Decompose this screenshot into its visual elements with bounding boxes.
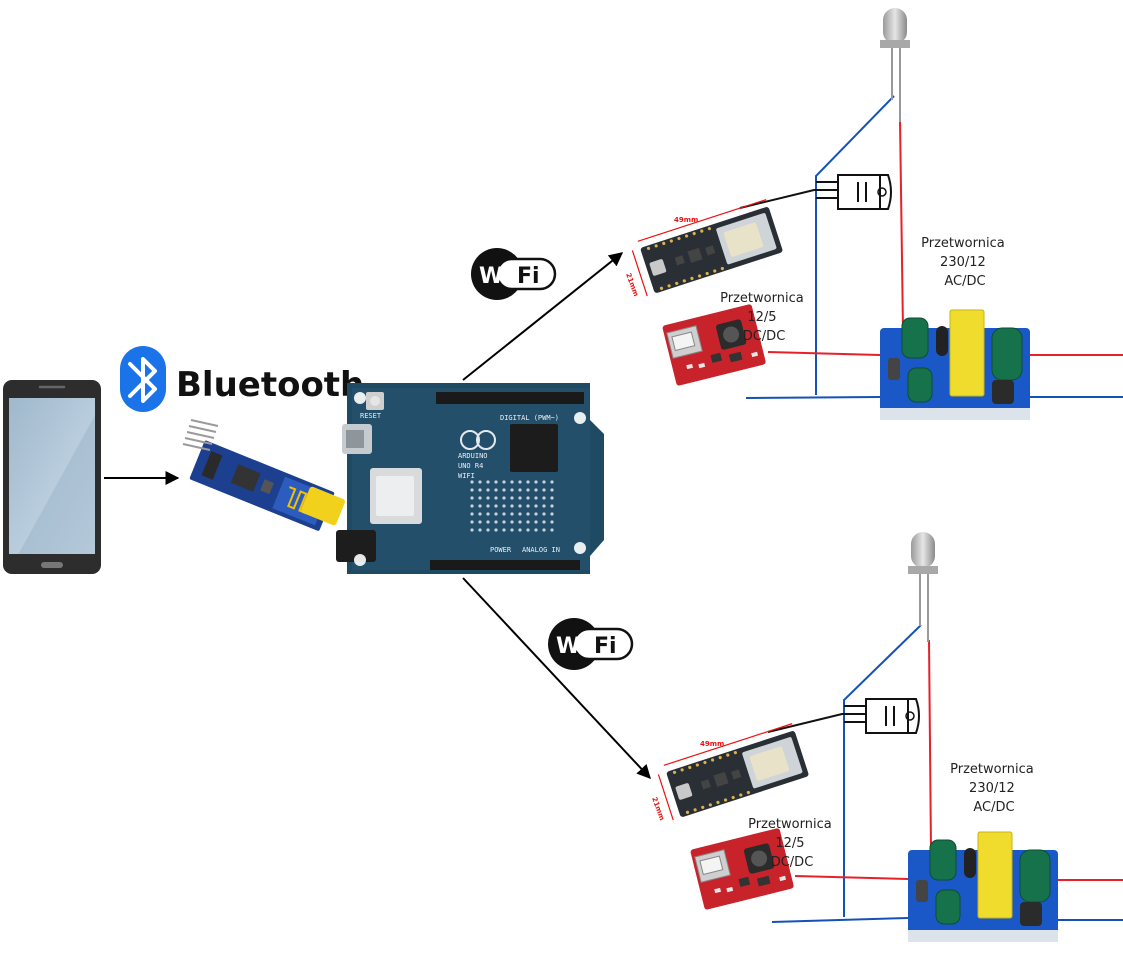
triac-top: [837, 174, 892, 210]
bluetooth-label: Bluetooth: [176, 365, 364, 405]
wire-red-led-to-acdc-bottom: [928, 639, 932, 851]
acdc-converter-top: [879, 309, 1031, 421]
wifi-badge-bottom-fi: Fi: [594, 634, 617, 659]
triac-bottom: [865, 698, 920, 734]
acdc-label-bottom: Przetwornica 230/12 AC/DC: [950, 762, 1038, 815]
dcdc-label-bottom: Przetwornica 12/5 DC/DC: [748, 817, 836, 870]
arduino-digital-label: DIGITAL (PWM~): [500, 414, 559, 422]
wifi-badge-bottom: Wi Fi: [548, 618, 634, 670]
esp-length-bottom: 49mm: [700, 740, 724, 748]
wire-blue-dcdc-to-acdc-top: [745, 396, 881, 399]
wifi-badge-top: Wi Fi: [471, 248, 557, 300]
wire-red-led-to-acdc-top: [899, 119, 904, 331]
arduino-power-label: POWER: [490, 546, 512, 554]
acdc-converter-bottom: [907, 831, 1059, 943]
arduino-variant: WIFI: [458, 472, 475, 480]
esp-width-top: 21mm: [624, 272, 640, 298]
bluetooth-icon: [120, 346, 166, 412]
wire-esp-to-triac-top: [739, 189, 838, 209]
wire-blue-led-to-ground-top: [815, 95, 895, 395]
smartphone: [3, 380, 101, 574]
dcdc-label-top: Przetwornica 12/5 DC/DC: [720, 291, 808, 344]
wire-esp-to-triac-bottom: [767, 713, 866, 733]
wire-blue-dcdc-to-acdc-bottom: [771, 917, 909, 923]
led-top: [880, 8, 910, 122]
acdc-label-top: Przetwornica 230/12 AC/DC: [921, 236, 1009, 289]
wire-blue-led-to-ground-bottom: [843, 624, 922, 917]
arrow-arduino-to-esp-top: [462, 252, 624, 381]
relay-module-top: 49mm 21mm Przetwornica 12/5 DC/DC Przetw…: [624, 8, 1123, 421]
bluetooth-logo: Bluetooth: [120, 346, 364, 412]
arduino-model: UNO R4: [458, 462, 483, 470]
esp-width-bottom: 21mm: [650, 796, 666, 822]
arduino-uno-r4-wifi: ARDUINO UNO R4 WIFI RESET DIGITAL (PWM~)…: [336, 383, 604, 574]
wifi-badge-top-wi: Wi: [479, 264, 511, 289]
arduino-analog-label: ANALOG IN: [522, 546, 560, 554]
bluetooth-module: [182, 419, 345, 531]
wifi-badge-top-fi: Fi: [517, 264, 540, 289]
arrow-arduino-to-esp-bottom: [462, 577, 651, 780]
esp32-board-bottom: 49mm 21mm: [650, 723, 810, 822]
esp32-board-top: 49mm 21mm: [624, 199, 784, 298]
led-bottom: [908, 532, 938, 642]
wire-red-dcdc-to-acdc-bottom: [794, 875, 909, 880]
wifi-badge-bottom-wi: Wi: [556, 634, 588, 659]
esp-length-top: 49mm: [674, 216, 698, 224]
wire-red-dcdc-to-acdc-top: [767, 351, 881, 356]
relay-module-bottom: 49mm 21mm Przetwornica 12/5 DC/DC Przetw…: [650, 532, 1123, 943]
arduino-reset-label: RESET: [360, 412, 382, 420]
arduino-brand: ARDUINO: [458, 452, 488, 460]
